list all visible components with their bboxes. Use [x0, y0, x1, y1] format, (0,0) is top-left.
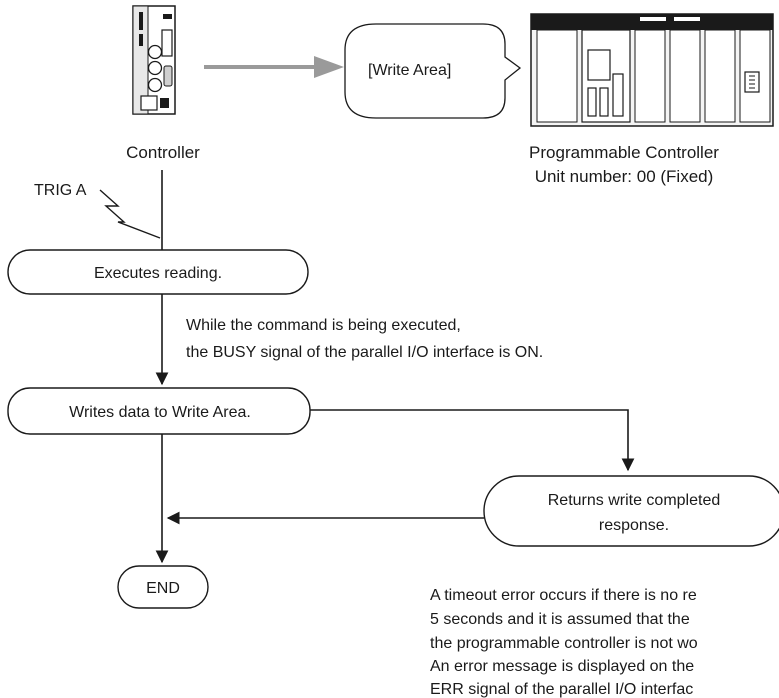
writes-data-text: Writes data to Write Area.	[69, 404, 251, 421]
trigger-zigzag	[99, 189, 161, 239]
timeout-note-line1: A timeout error occurs if there is no re	[430, 587, 697, 604]
returns-response-box	[483, 475, 779, 547]
busy-note-line1: While the command is being executed,	[186, 317, 461, 334]
plc-label-line2: Unit number: 00 (Fixed)	[535, 167, 714, 186]
writes-data-box	[7, 387, 311, 435]
timeout-note-line5: ERR signal of the parallel I/O interfac	[430, 681, 693, 698]
timeout-note-line4: An error message is displayed on the	[430, 658, 694, 675]
write-area-callout	[344, 23, 522, 119]
end-text: END	[146, 580, 180, 597]
end-box	[117, 565, 209, 609]
busy-note-line2: the BUSY signal of the parallel I/O inte…	[186, 344, 543, 361]
write-to-response-arrow	[310, 409, 635, 472]
controller-label: Controller	[126, 143, 200, 162]
transfer-arrow	[204, 56, 344, 78]
returns-response-line1: Returns write completed	[548, 492, 721, 509]
plc-device-icon	[530, 13, 774, 127]
trig-a-label: TRIG A	[34, 182, 87, 199]
controller-device-icon	[132, 5, 176, 115]
write-area-label: [Write Area]	[368, 62, 451, 79]
executes-reading-box	[7, 249, 309, 295]
returns-response-line2: response.	[599, 517, 669, 534]
plc-label-line1: Programmable Controller	[529, 143, 719, 162]
timeout-note-line3: the programmable controller is not wo	[430, 635, 698, 652]
timeout-note: A timeout error occurs if there is no re…	[430, 587, 698, 698]
timeout-note-line2: 5 seconds and it is assumed that the	[430, 611, 690, 628]
executes-reading-text: Executes reading.	[94, 265, 222, 282]
